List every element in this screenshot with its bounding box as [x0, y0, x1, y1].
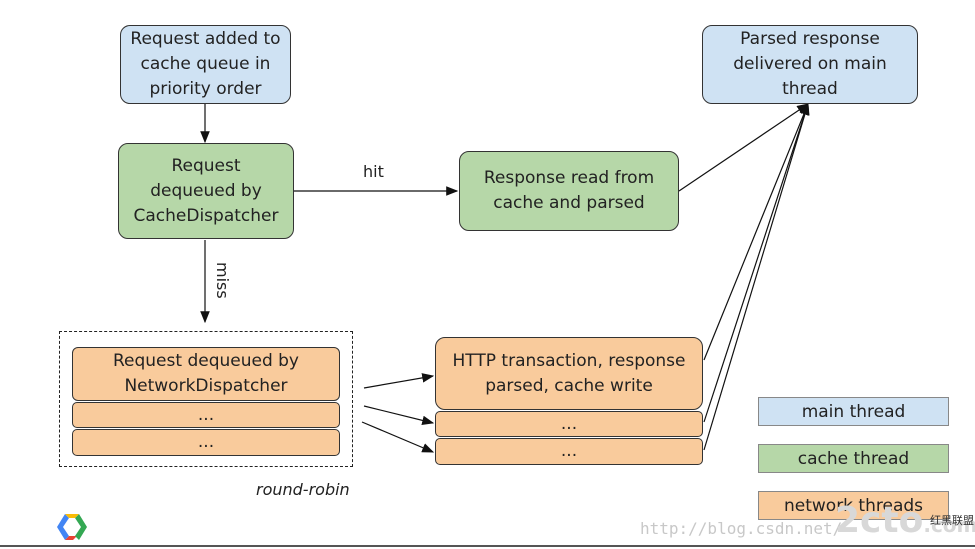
- arrow-rr-3: [361, 421, 435, 453]
- bottom-divider: [0, 545, 975, 547]
- watermark-site: 2cto.com: [835, 500, 975, 541]
- legend-cache-thread: cache thread: [758, 444, 949, 473]
- node-response-read: Response read from cache and parsed: [459, 151, 679, 231]
- edge-label-hit: hit: [363, 162, 384, 181]
- group-label-round-robin: round-robin: [256, 480, 350, 499]
- node-http-dots-1: ...: [435, 411, 703, 437]
- legend-main-thread: main thread: [758, 397, 949, 426]
- arrow-http3-to-main: [703, 102, 810, 451]
- node-network-dots-2: ...: [72, 429, 340, 456]
- node-network-dots-1: ...: [72, 402, 340, 428]
- network-dispatcher-group: [59, 331, 353, 467]
- arrow-rr-1: [363, 373, 435, 389]
- node-http-transaction: HTTP transaction, response parsed, cache…: [435, 337, 703, 410]
- arrow-http-to-main: [703, 102, 809, 361]
- watermark-tag: 红黑联盟: [930, 514, 974, 527]
- arrow-cache-to-main: [678, 103, 809, 192]
- node-network-dispatcher: Request dequeued by NetworkDispatcher: [72, 347, 340, 401]
- node-cache-dispatcher: Request dequeued by CacheDispatcher: [118, 143, 294, 239]
- arrow-http2-to-main: [703, 102, 810, 423]
- node-request-added: Request added to cache queue in priority…: [120, 25, 291, 104]
- node-parsed-response: Parsed response delivered on main thread: [702, 25, 918, 104]
- legend-network-threads: network threads: [758, 491, 949, 520]
- arrow-rr-2: [363, 405, 435, 426]
- edge-label-miss: miss: [213, 262, 232, 299]
- node-http-dots-2: ...: [435, 438, 703, 465]
- google-developers-logo-icon: [57, 514, 87, 540]
- watermark-url: http://blog.csdn.net/: [640, 519, 843, 538]
